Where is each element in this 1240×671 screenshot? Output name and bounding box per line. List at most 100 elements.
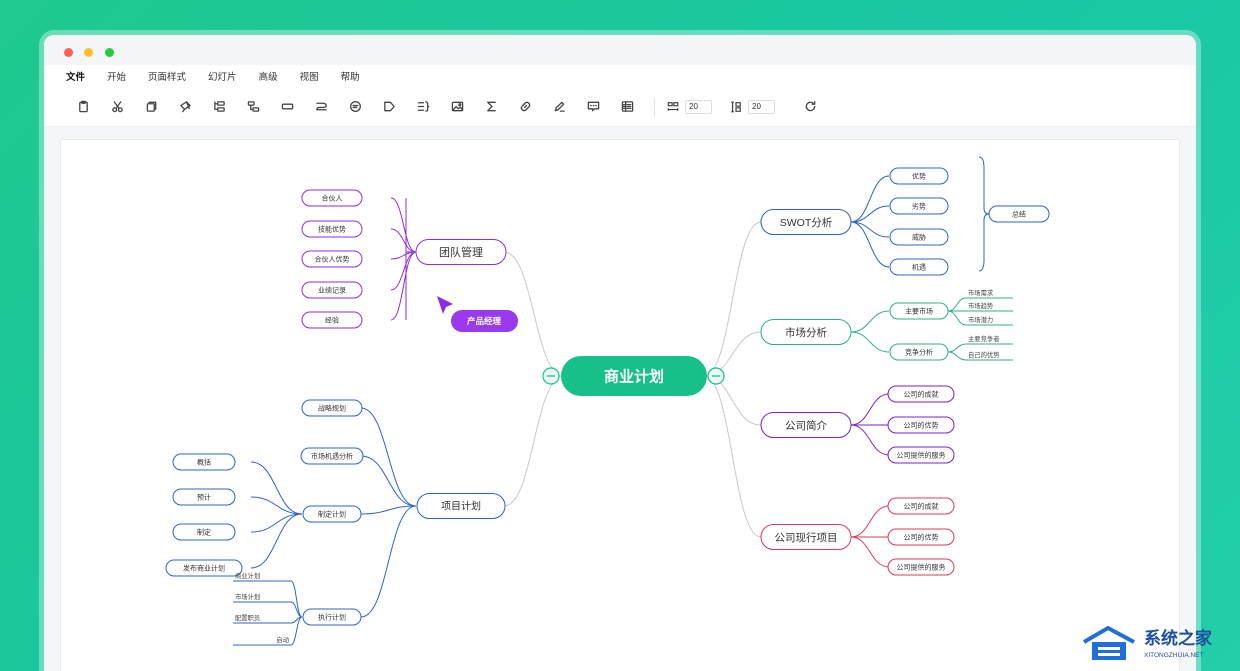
product-manager-tag[interactable]: 产品经理: [437, 296, 518, 332]
swot-summary-topic[interactable]: 总结: [988, 205, 1050, 223]
topic-label: 公司提供的服务: [897, 451, 946, 460]
minimize-window-button[interactable]: [84, 48, 93, 57]
maximize-window-button[interactable]: [105, 48, 114, 57]
root-topic[interactable]: 商业计划: [561, 356, 707, 396]
close-window-button[interactable]: [64, 48, 73, 57]
watermark: 系统之家 XITONGZHIJIA.NET: [1082, 625, 1212, 660]
project-market-chance-topic[interactable]: 市场机遇分析: [300, 447, 364, 465]
menu-slides[interactable]: 幻灯片: [208, 72, 237, 83]
topic-label: 市场计划: [235, 592, 260, 601]
menu-help[interactable]: 帮助: [340, 72, 360, 83]
tag-icon[interactable]: [372, 95, 406, 119]
formula-icon[interactable]: [474, 95, 508, 119]
topic-label: 公司的成就: [904, 390, 939, 399]
execute-child-topic[interactable]: 市场计划: [233, 592, 291, 603]
rectangle-icon[interactable]: [270, 95, 304, 119]
title-bar: [44, 35, 1196, 65]
clipboard-icon[interactable]: [66, 95, 100, 119]
topic-label: 公司的优势: [904, 533, 939, 542]
connector-line: [360, 505, 417, 618]
comment-icon[interactable]: [338, 95, 372, 119]
company-intro-child-topic[interactable]: 公司提供的服务: [887, 446, 955, 464]
team-child-topic[interactable]: 技能优势: [301, 220, 363, 238]
project-execute-topic[interactable]: 执行计划: [302, 608, 362, 626]
scissors-icon[interactable]: [100, 95, 134, 119]
team-child-topic[interactable]: 合伙人: [301, 189, 363, 207]
swot-child-topic[interactable]: 优势: [889, 167, 949, 185]
current-projects-child-topic[interactable]: 公司的成就: [887, 497, 955, 515]
plan-child-topic[interactable]: 概括: [172, 453, 236, 471]
project-topic[interactable]: 项目计划: [416, 493, 506, 519]
summary-icon[interactable]: [406, 95, 440, 119]
topic-label: 市场机遇分析: [311, 452, 353, 461]
callout-icon[interactable]: [576, 95, 610, 119]
project-plan-topic[interactable]: 制定计划: [302, 505, 362, 523]
menu-advanced[interactable]: 高级: [258, 72, 278, 83]
topic-label: 制定: [197, 528, 211, 537]
team-topic[interactable]: 团队管理: [415, 239, 507, 265]
swot-child-topic[interactable]: 劣势: [889, 197, 949, 215]
horizontal-spacing-icon: [667, 101, 679, 111]
project-strategy-topic[interactable]: 战略规划: [301, 399, 363, 417]
link-icon[interactable]: [508, 95, 542, 119]
topic-label: 主要市场: [905, 307, 933, 316]
competition-child-topic[interactable]: 自己的优势: [966, 350, 1013, 361]
collapse-left-button[interactable]: [542, 367, 560, 385]
swot-topic[interactable]: SWOT分析: [760, 209, 852, 235]
connector-line: [390, 197, 417, 253]
vertical-spacing-input[interactable]: [748, 99, 775, 114]
topic-label: 市场潜力: [968, 315, 993, 324]
connector-icon[interactable]: [304, 95, 338, 119]
competition-child-topic[interactable]: 主要竞争者: [966, 334, 1013, 345]
main-market-child-topic[interactable]: 市场趋势: [966, 301, 1013, 312]
app-window: 文件 开始 页面样式 幻灯片 高级 视图 帮助: [44, 35, 1196, 671]
execute-child-topic[interactable]: 配置职员: [233, 614, 291, 624]
topic-shape: [887, 497, 955, 515]
execute-child-topic[interactable]: 商业计划: [233, 571, 291, 582]
team-child-topic[interactable]: 业绩记录: [301, 281, 363, 299]
company-intro-topic[interactable]: 公司简介: [760, 412, 852, 438]
image-icon[interactable]: [440, 95, 474, 119]
topic-label: 主要竞争者: [968, 334, 999, 343]
sibling-topic-icon[interactable]: [236, 95, 270, 119]
team-child-topic[interactable]: 合伙人优势: [301, 250, 363, 268]
market-topic[interactable]: 市场分析: [760, 319, 852, 345]
copy-icon[interactable]: [134, 95, 168, 119]
execute-child-topic[interactable]: 启动: [233, 635, 291, 646]
collapse-right-button[interactable]: [707, 367, 725, 385]
topic-label: 合伙人: [322, 194, 343, 203]
topic-shape: [887, 558, 955, 576]
current-projects-topic[interactable]: 公司现行项目: [760, 524, 852, 550]
topic-label: 预计: [197, 493, 211, 502]
menu-view[interactable]: 视图: [299, 72, 319, 83]
plan-child-topic[interactable]: 制定: [172, 523, 236, 541]
current-projects-child-topic[interactable]: 公司的优势: [887, 528, 955, 546]
plan-child-topic[interactable]: 发布商业计划: [165, 559, 243, 577]
mindmap-canvas[interactable]: 合伙人技能优势合伙人优势业绩记录经验 团队管理产品经理项目计划 战略规划市场机遇分析…: [60, 139, 1180, 671]
competition-topic[interactable]: 竞争分析: [889, 343, 949, 361]
swot-child-topic[interactable]: 机遇: [889, 258, 949, 276]
company-intro-child-topic[interactable]: 公司的优势: [887, 416, 955, 434]
main-market-child-topic[interactable]: 市场需求: [966, 288, 1013, 299]
plan-child-topic[interactable]: 预计: [172, 488, 236, 506]
company-intro-child-topic[interactable]: 公司的成就: [887, 385, 955, 403]
horizontal-spacing-input[interactable]: [685, 99, 712, 114]
main-market-topic[interactable]: 主要市场: [889, 302, 949, 320]
topic-shape: [301, 311, 363, 329]
summary-brace: [978, 156, 990, 272]
refresh-icon[interactable]: [793, 95, 827, 119]
pen-icon[interactable]: [542, 95, 576, 119]
outline-icon[interactable]: [610, 95, 644, 119]
team-child-topic[interactable]: 经验: [301, 311, 363, 329]
connector-line: [947, 343, 967, 353]
child-topic-icon[interactable]: [202, 95, 236, 119]
current-projects-child-topic[interactable]: 公司提供的服务: [887, 558, 955, 576]
main-market-child-topic[interactable]: 市场潜力: [966, 315, 1013, 326]
topic-shape: [760, 524, 852, 550]
swot-child-topic[interactable]: 威胁: [889, 228, 949, 246]
menu-start[interactable]: 开始: [107, 72, 127, 83]
topic-shape: [889, 343, 949, 361]
menu-page-style[interactable]: 页面样式: [148, 72, 187, 83]
menu-file[interactable]: 文件: [66, 72, 86, 83]
format-brush-icon[interactable]: [168, 95, 202, 119]
